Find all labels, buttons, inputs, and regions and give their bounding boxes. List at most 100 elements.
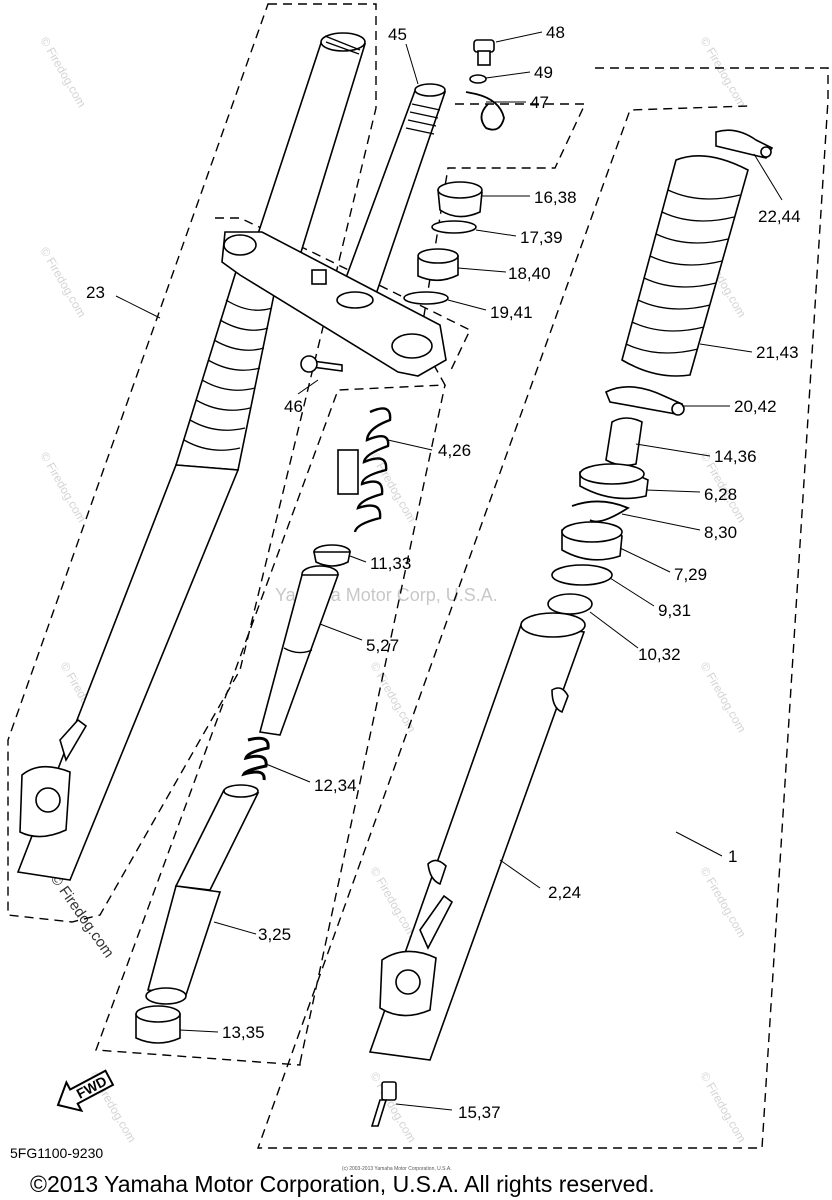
watermark: © Firedog.com [697,35,749,110]
right-fork-exploded [368,129,774,1127]
outer-tube-lug-2 [551,687,569,714]
washer-9 [551,564,613,586]
top-small-parts [465,39,505,131]
triple-clamp-group [221,83,447,377]
outline-left-assembly [7,3,377,923]
clip-47 [465,91,505,131]
left-caliper-mount [59,718,88,762]
left-axle-hole [35,787,61,813]
callout-6-28: 6,28 [704,485,737,504]
cap-bolt-18-top [417,248,459,264]
boot-clamp-22-screw [760,146,772,158]
bracket-stem-boss [336,291,374,309]
spacer-14 [605,417,643,467]
boot-clamp-20 [604,386,684,415]
dust-seal-6-top [579,463,645,485]
bolt-15-shank [370,1099,388,1127]
callout-45: 45 [388,25,407,44]
callout-19-41: 19,41 [490,303,533,322]
callout-20-42: 20,42 [734,397,777,416]
left-tube-cap [320,32,366,52]
spring-4-spacer [337,449,359,495]
callout-labels: 48 49 47 45 16,38 17,39 18,40 19,41 22,4… [86,23,801,1122]
collar-13-top [135,1005,181,1023]
fork-boot-21 [621,154,749,377]
oring-19 [403,291,449,305]
bracket-right-hole [391,333,433,359]
outline-inner-kit-right [299,384,446,1064]
callout-14-36: 14,36 [714,447,757,466]
callout-23: 23 [86,283,105,302]
dashed-outlines [7,3,829,1149]
outer-caliper-mount [419,894,454,950]
watermark: © Firedog.com [37,35,89,110]
bushing-10 [547,593,593,615]
bracket-tab [311,269,327,285]
outline-inner-kit [95,103,587,1066]
callout-49: 49 [534,63,553,82]
fork-cap-group [403,181,483,305]
left-boot-ribs [183,299,273,451]
callout-9-31: 9,31 [658,601,691,620]
piston-3-top [223,784,259,798]
seal-13-ring [145,987,187,1005]
callout-1: 1 [728,847,737,866]
watermark: © Firedog.com [697,865,749,940]
bracket-left-hole [223,234,257,256]
leader-lines [115,31,783,1111]
stem-threads [405,103,441,135]
callout-48: 48 [546,23,565,42]
right-boot-ribs [625,189,741,354]
stem-top [414,83,446,97]
piston-3-upper [174,789,260,891]
outer-axle-hole [395,969,421,995]
callout-47: 47 [530,93,549,112]
watermark: © Firedog.com [697,1070,749,1145]
watermark: © Firedog.com [367,660,419,735]
callout-12-34: 12,34 [314,776,357,795]
outer-tube-2-top [520,612,586,638]
callout-46: 46 [284,397,303,416]
callout-13-35: 13,35 [222,1023,265,1042]
left-inner-tube [250,39,367,263]
watermark: © Firedog.com [37,450,89,525]
callout-11-33: 11,33 [370,554,411,573]
watermark: © Firedog.com [37,245,89,320]
watermark: © Firedog.com [697,660,749,735]
snap-ring-8 [571,500,630,523]
damper-rod-5 [258,574,340,736]
callout-22-44: 22,44 [758,207,801,226]
callout-16-38: 16,38 [534,188,577,207]
callout-4-26: 4,26 [438,441,471,460]
bolt-48-shank [477,50,491,66]
outline-right-assembly [257,67,829,1149]
washer-49 [469,74,487,84]
inner-components [135,407,392,1044]
diagram-code: 5FG1100-9230 [10,1145,103,1161]
callout-18-40: 18,40 [508,264,551,283]
callout-17-39: 17,39 [520,228,563,247]
callout-3-25: 3,25 [258,925,291,944]
callout-8-30: 8,30 [704,523,737,542]
watermark: © Firedog.com [367,865,419,940]
callout-15-37: 15,37 [458,1103,501,1122]
tiny-copyright-notice: (c) 2003-2013 Yamaha Motor Corporation, … [342,1166,452,1172]
fork-cap-top [437,181,483,199]
watermark: © Firedog.com [367,1070,419,1145]
watermark-dark: © Firedog.com [47,871,117,962]
callout-7-29: 7,29 [674,565,707,584]
boot-clamp-20-screw [671,402,685,416]
spring-4 [337,407,392,533]
bolt-15-head [381,1081,397,1101]
callout-21-43: 21,43 [756,343,799,362]
oil-seal-7-top [561,521,623,543]
bracket-bolt-head [300,355,318,373]
callout-10-32: 10,32 [638,645,681,664]
copyright-notice: ©2013 Yamaha Motor Corporation, U.S.A. A… [30,1171,655,1197]
left-tube-knurl [324,35,361,55]
lower-bracket [221,231,447,377]
collar-11-body [313,551,351,567]
circlip-17 [431,220,477,234]
damper-rod-groove [283,647,313,654]
